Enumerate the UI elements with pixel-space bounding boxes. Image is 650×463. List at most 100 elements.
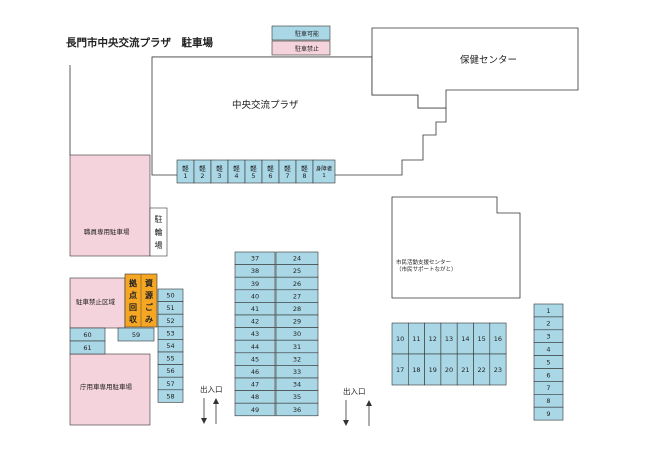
parking-space: 21	[456, 353, 474, 386]
recycle-left-char-3: 回	[129, 303, 137, 312]
legend-available-swatch	[271, 25, 331, 41]
parking-space-number: 32	[293, 355, 301, 363]
parking-space-box	[489, 353, 507, 386]
parking-space: 4	[533, 342, 564, 356]
parking-space-number: 軽	[216, 164, 223, 173]
parking-space: 54	[157, 339, 184, 353]
parking-space: 25	[275, 264, 319, 278]
parking-space-box	[312, 159, 336, 184]
parking-space: 19	[424, 353, 442, 386]
bicycle-char-1: 駐	[155, 214, 163, 224]
parking-space: 10	[391, 322, 409, 355]
no-parking-label: 駐車禁止区域	[76, 297, 116, 306]
parking-space-number: 23	[494, 366, 502, 374]
parking-space-number: 1	[183, 172, 187, 180]
official-vehicle-zone	[69, 353, 151, 426]
parking-space: 46	[234, 365, 276, 379]
parking-space-number: 9	[546, 410, 550, 418]
parking-space-number: 29	[293, 318, 301, 326]
parking-space-number: 33	[293, 368, 301, 376]
parking-space-number: 軽	[284, 164, 291, 173]
parking-space-number: 38	[251, 267, 259, 275]
parking-space: 42	[234, 314, 276, 328]
parking-space: 59	[117, 327, 155, 342]
parking-space-number: 16	[494, 335, 502, 343]
parking-space-number: 57	[166, 380, 174, 388]
parking-space-number: 12	[429, 335, 437, 343]
parking-space-number: 61	[83, 344, 91, 352]
center-spaces-block: 3738394041424344454647484924252627282930…	[234, 251, 319, 417]
parking-space-number: 43	[251, 330, 259, 338]
parking-space: 49	[234, 402, 276, 417]
parking-space: 37	[234, 251, 276, 265]
parking-space: 61	[69, 340, 106, 355]
parking-space-number: 軽	[233, 164, 240, 173]
parking-space: 58	[157, 389, 184, 403]
parking-space: 41	[234, 302, 276, 316]
parking-space: 34	[275, 377, 319, 391]
entrance-2-label: 出入口	[343, 386, 366, 396]
parking-space: 18	[407, 353, 425, 386]
parking-space: 29	[275, 314, 319, 328]
parking-space-number: 46	[251, 368, 259, 376]
entrance-1-arrowhead-down	[201, 418, 207, 424]
parking-space-box	[234, 402, 276, 417]
parking-space-number: 31	[293, 343, 301, 351]
parking-space-box	[157, 389, 184, 403]
parking-space-number: 41	[251, 305, 259, 313]
parking-space: 軽6	[261, 159, 280, 184]
parking-space: 32	[275, 352, 319, 366]
parking-space: 36	[275, 402, 319, 417]
parking-space-number: 15	[478, 335, 486, 343]
parking-space: 12	[424, 322, 442, 355]
parking-space: 35	[275, 390, 319, 404]
bicycle-char-3: 場	[155, 240, 163, 250]
parking-space-number: 2	[200, 172, 204, 180]
recycle-right-char-4: み	[145, 315, 153, 324]
official-vehicle-label: 庁用車専用駐車場	[80, 382, 133, 391]
parking-space-number: 18	[412, 366, 420, 374]
parking-space-number: 45	[251, 355, 259, 363]
parking-space: 軽4	[227, 159, 246, 184]
parking-space: 15	[473, 322, 491, 355]
recycle-right-char-3: ご	[145, 302, 153, 312]
parking-space: 5	[533, 355, 564, 369]
parking-space-number: 22	[478, 366, 486, 374]
parking-space-number: 4	[546, 345, 550, 353]
parking-space-number: 1	[546, 307, 550, 315]
recycle-left-char-4: 収	[129, 314, 138, 324]
parking-space-number: 軽	[250, 164, 257, 173]
parking-space: 31	[275, 339, 319, 354]
parking-space-number: 53	[166, 329, 174, 337]
parking-space-number: 5	[251, 172, 255, 180]
no-parking-zone	[69, 277, 126, 329]
parking-space: 28	[275, 302, 319, 316]
parking-space: 33	[275, 365, 319, 379]
parking-space-box	[533, 406, 564, 421]
parking-space-number: 13	[445, 335, 453, 343]
parking-space: 6	[533, 368, 564, 382]
parking-space-number: 59	[132, 331, 140, 339]
parking-space-number: 6	[546, 371, 550, 379]
parking-space-number: 8	[302, 172, 306, 180]
parking-space: 47	[234, 377, 276, 391]
parking-space-number: 36	[293, 406, 301, 414]
parking-space: 9	[533, 406, 564, 421]
parking-space-number: 42	[251, 318, 259, 326]
parking-space: 13	[440, 322, 458, 355]
entrance-1-arrowhead-up	[213, 398, 219, 404]
health-center-label: 保健センター	[460, 54, 517, 66]
parking-space-number: 54	[166, 342, 174, 350]
parking-space: 軽2	[193, 159, 212, 184]
parking-space-number: 軽	[301, 164, 308, 173]
parking-space: 17	[391, 353, 409, 386]
plaza-label: 中央交流プラザ	[232, 99, 299, 111]
recycle-left-char-2: 点	[129, 290, 137, 300]
parking-space: 44	[234, 339, 276, 354]
parking-space-number: 10	[396, 335, 404, 343]
parking-space-number: 4	[234, 172, 238, 180]
parking-space: 52	[157, 313, 184, 328]
parking-space-number: 49	[251, 406, 259, 414]
